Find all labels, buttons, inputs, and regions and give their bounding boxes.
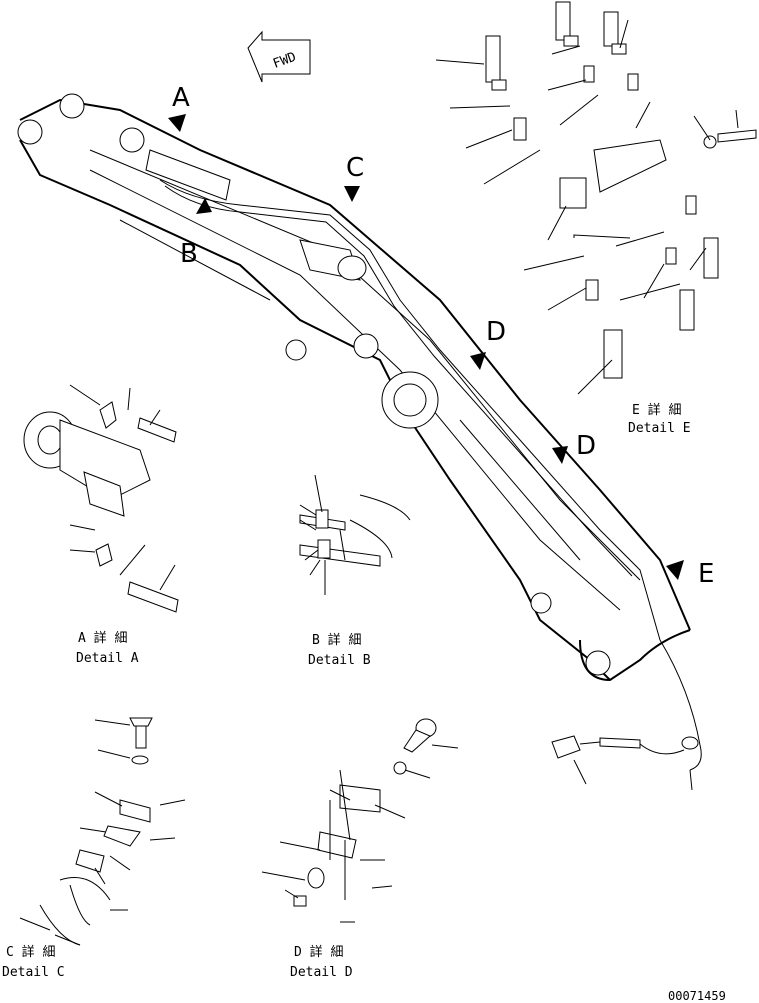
detail-a-en: Detail A	[76, 651, 139, 666]
callout-e: E	[698, 559, 714, 589]
detail-c-jp: C 詳 細	[6, 944, 55, 960]
sensor-assembly	[551, 735, 699, 791]
boom-arm	[17, 93, 691, 682]
detail-d-en: Detail D	[290, 965, 353, 980]
hose-line	[159, 179, 702, 771]
detail-d-drawing	[261, 718, 459, 923]
detail-e-jp: E 詳 細	[632, 402, 681, 418]
detail-e-en: Detail E	[628, 421, 691, 436]
detail-e-drawing	[435, 1, 757, 395]
callout-b: B	[180, 239, 198, 269]
detail-a-jp: A 詳 細	[78, 630, 127, 646]
detail-b-drawing	[299, 474, 411, 595]
callout-a: A	[172, 83, 190, 113]
fwd-arrow-icon: FWD	[247, 30, 311, 83]
drawing-number: 00071459	[668, 989, 726, 1003]
detail-d-jp: D 詳 細	[294, 944, 343, 960]
detail-b-jp: B 詳 細	[312, 632, 361, 648]
detail-b-en: Detail B	[308, 653, 371, 668]
callout-d-lower: D	[576, 431, 596, 461]
callout-c: C	[346, 153, 364, 183]
callout-arrows	[168, 114, 684, 580]
detail-a-drawing	[23, 384, 179, 613]
detail-c-drawing	[19, 717, 186, 946]
callout-d-upper: D	[486, 317, 506, 347]
detail-c-en: Detail C	[2, 965, 65, 980]
